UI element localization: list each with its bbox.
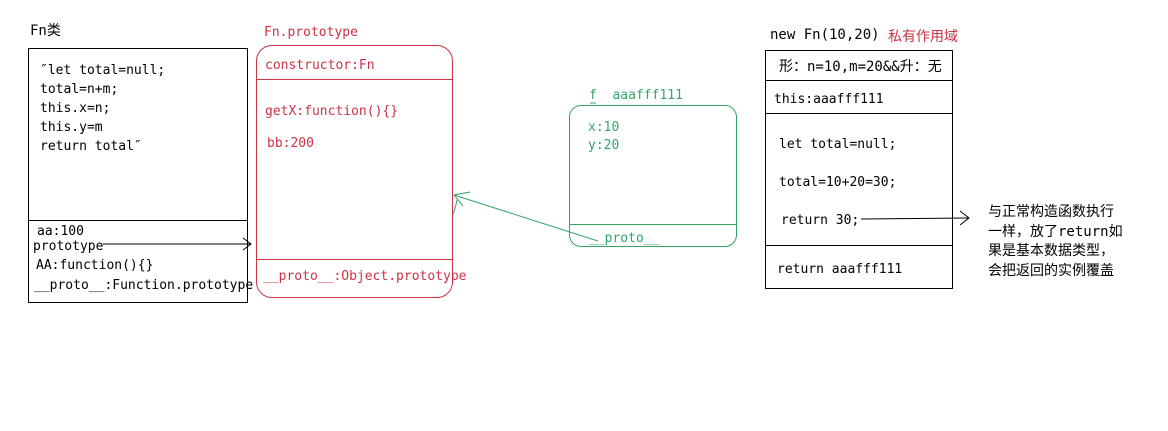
scope-return-row: return aaafff111 [777,262,903,277]
code-line: ″let total=null; [40,63,166,78]
annotation-line: 果是基本数据类型， [988,243,1114,259]
instance-divider [570,224,736,225]
fn-class-prototype: prototype [33,239,104,254]
code-line: return total″ [40,139,142,154]
annotation-line: 与正常构造函数执行 [988,204,1114,220]
annotation-line: 会把返回的实例覆盖 [988,262,1114,279]
scope-divider-1 [766,80,952,81]
scope-body-line: let total=null; [779,137,897,152]
getx-row: getX:function(){} [265,104,399,119]
code-line: total=n+m; [40,82,119,97]
scope-this-row: this:aaafff111 [774,92,884,107]
code-line: this.y=m [40,120,103,135]
fn-class-aa: aa:100 [37,224,84,239]
scope-title: new Fn(10,20) [770,27,880,43]
return-annotation: 与正常构造函数执行 一样，放了return如 果是基本数据类型， 会把返回的实例… [988,203,1123,281]
constructor-row: constructor:Fn [265,58,375,73]
fn-prototype-box: constructor:Fn getX:function(){} bb:200 … [256,45,467,298]
fn-prototype-proto: __proto__:Object.prototype [263,269,467,284]
scope-formal-row: 形：n=10,m=20&&升：无 [779,59,942,75]
fn-prototype-divider-top [257,79,452,80]
annotation-line: 一样，放了return如 [988,223,1123,240]
fn-prototype-divider-bottom [257,259,452,260]
instance-title: f aaafff111 [589,88,683,103]
scope-body-line: return 30; [781,213,860,228]
fn-class-proto: __proto__:Function.prototype [34,278,254,293]
scope-box: 形：n=10,m=20&&升：无 this:aaafff111 let tota… [765,50,953,289]
fn-class-code: ″let total=null; total=n+m; this.x=n; th… [40,61,165,156]
code-line: this.x=n; [40,101,111,116]
scope-body-line: total=10+20=30; [779,175,897,190]
private-scope-badge: 私有作用域 [888,29,958,45]
fn-class-title: Fn类 [30,23,61,39]
fn-class-box: ″let total=null; total=n+m; this.x=n; th… [28,48,253,303]
bb-row: bb:200 [267,136,314,151]
fn-prototype-title: Fn.prototype [264,25,358,40]
scope-divider-2 [766,113,952,114]
instance-box: x:10 y:20 __proto__ [569,105,737,247]
instance-x: x:10 [588,120,620,135]
fn-class-divider [29,220,247,221]
instance-proto: __proto__ [589,231,660,246]
scope-divider-3 [766,245,952,246]
fn-class-aa-fn: AA:function(){} [36,258,154,273]
instance-y: y:20 [588,138,620,153]
